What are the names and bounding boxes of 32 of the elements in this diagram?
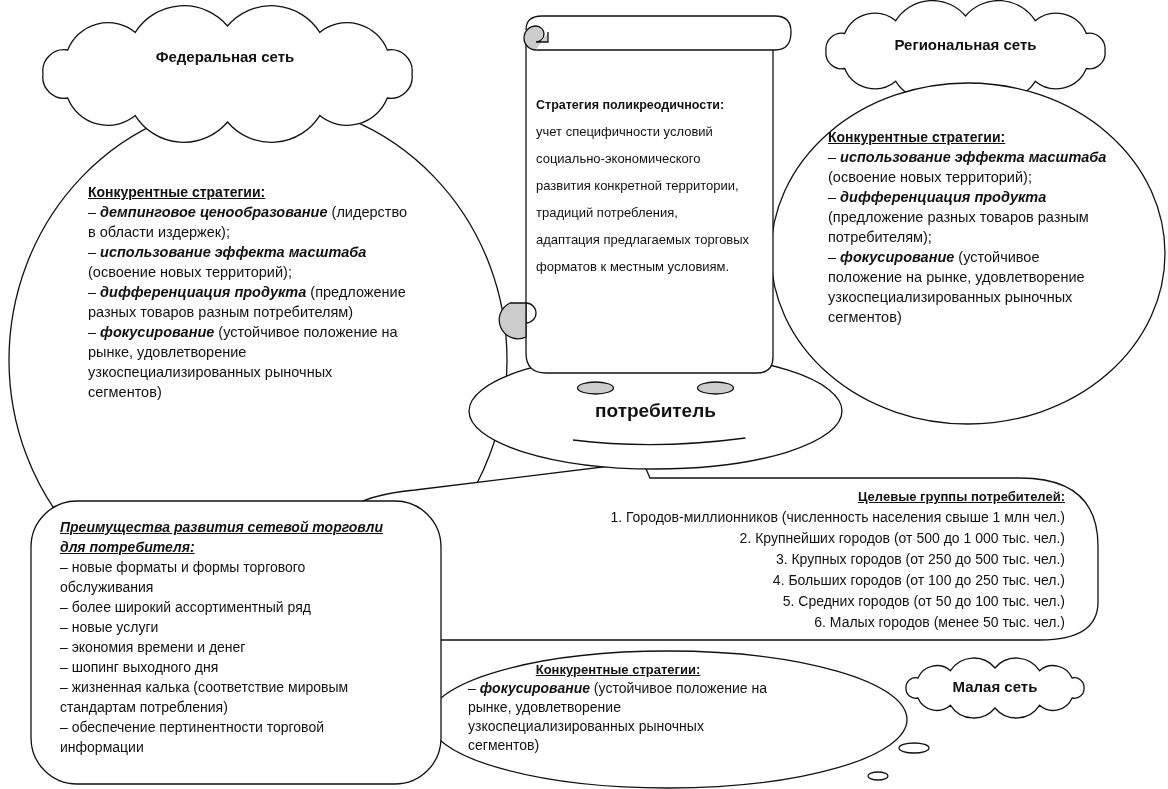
list-heading: Преимущества развития сетевой торговли для потребителя:: [60, 518, 385, 557]
list-item: 5. Средних городов (от 50 до 100 тыс. чел.): [781, 592, 1065, 611]
list-item: – фокусирование (устойчивое положение на рынке, удовлетворение узкоспециализированных рыночных сегментов): [468, 679, 768, 755]
list-heading: Конкурентные стратегии:: [828, 128, 1007, 147]
list-item: – фокусирование (устойчивое положение на рынке, удовлетворение узкоспециализированных рыночных сегментов): [828, 248, 1086, 327]
list-item: – дифференциация продукта (предложение разных товаров разным потребителям);: [828, 188, 1090, 247]
cloud-label: Региональная сеть: [893, 36, 1038, 53]
list-item: – обеспечение пертинентности торговой информации: [60, 718, 325, 757]
cloud-label: Федеральная сеть: [154, 48, 296, 65]
list-item: 4. Больших городов (от 100 до 250 тыс. чел.): [771, 571, 1065, 590]
scroll-text: адаптация предлагаемых торговых форматов к местным условиям.: [536, 231, 751, 276]
list-item: – шопинг выходного дня: [60, 658, 220, 677]
list-heading: Конкурентные стратегии:: [88, 183, 267, 202]
list-item: – новые услуги: [60, 618, 160, 637]
list-item: 3. Крупных городов (от 250 до 500 тыс. чел.): [774, 550, 1065, 569]
list-item: – экономия времени и денег: [60, 638, 247, 657]
list-item: – демпинговое ценообразование (лидерство в области издержек);: [88, 203, 408, 242]
list-item: – жизненная калька (соответствие мировым стандартам потребления): [60, 678, 350, 717]
list-item: – более широкий ассортиментный ряд: [60, 598, 312, 617]
cloud-label: Малая сеть: [951, 678, 1039, 695]
list-item: – дифференциация продукта (предложение разных товаров разным потребителям): [88, 283, 407, 322]
list-item: 1. Городов-миллионников (численность населения свыше 1 млн чел.): [609, 508, 1065, 527]
list-heading: Целевые группы потребителей:: [856, 488, 1065, 506]
face-label: потребитель: [594, 400, 717, 422]
list-item: 2. Крупнейших городов (от 500 до 1 000 тыс. чел.): [738, 529, 1065, 548]
list-item: 6. Малых городов (менее 50 тыс. чел.): [813, 613, 1065, 632]
list-item: – фокусирование (устойчивое положение на рынке, удовлетворение узкоспециализированных рыночных сегментов): [88, 323, 399, 402]
scroll-heading: Стратегия поликреодичности:: [536, 97, 726, 114]
list-item: – новые форматы и формы торгового обслуживания: [60, 558, 307, 597]
list-item: – использование эффекта масштаба (освоение новых территорий);: [88, 243, 368, 282]
list-item: – использование эффекта масштаба (освоение новых территорий);: [828, 148, 1108, 187]
list-heading: Конкурентные стратегии:: [534, 661, 702, 679]
